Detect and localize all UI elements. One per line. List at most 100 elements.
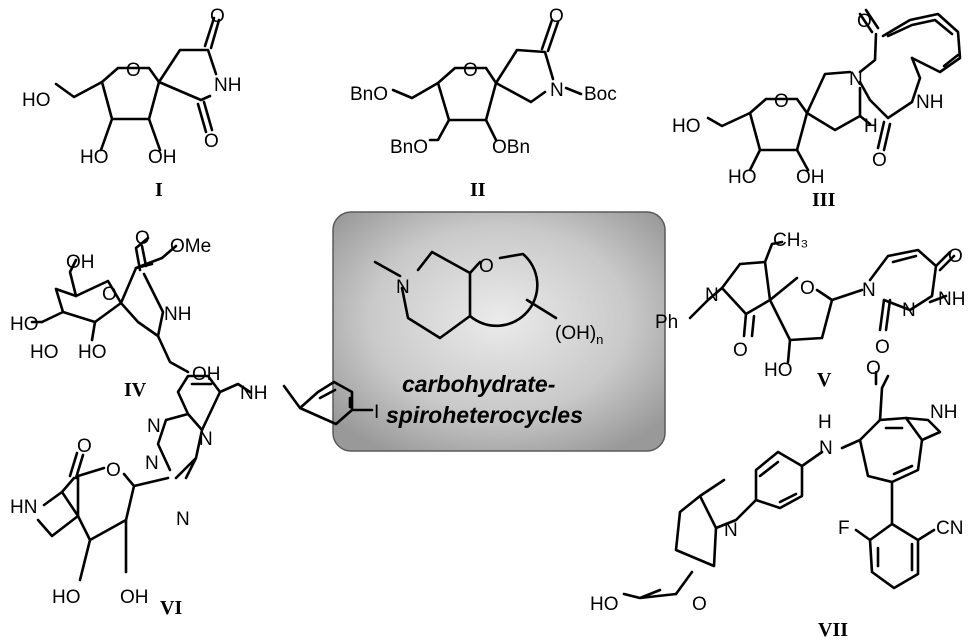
compound-V-number: V: [817, 369, 832, 391]
compound-VII-nitrile: CN: [936, 518, 963, 539]
center-box-panel: [332, 211, 666, 452]
compound-VII-lactam-nh: NH: [930, 402, 957, 423]
compound-V: CH₃ O N O Ph N N NH O O HO V: [655, 230, 965, 391]
compound-VI-amine: NH: [240, 383, 267, 404]
compound-V-ring-oxygen: O: [800, 278, 815, 299]
compound-III-nh: NH: [916, 92, 943, 113]
compound-II-nitrogen: N: [550, 80, 564, 101]
compound-VI-substituent-bonds: [78, 476, 170, 582]
compound-II-substituent-bonds: [391, 81, 583, 142]
compound-VII-biaryl-bonds: [854, 480, 936, 590]
compound-V-furanose-bonds: [768, 276, 834, 342]
compound-III-substituent-bonds: [706, 111, 810, 172]
compound-VII-carbonyl-oxygen: O: [866, 358, 881, 379]
compound-IV-hydroxyl-top: OH: [66, 252, 95, 273]
compound-VII-ring-nitrogen: N: [724, 520, 738, 541]
compound-III-carbonyl-oxygen-bottom: O: [872, 150, 887, 171]
compound-IV-substituent-bonds: [30, 258, 190, 374]
center-box-caption-line1: carbohydrate-: [402, 371, 555, 397]
compound-III: O N NH O H O HO HO OH III: [672, 8, 962, 211]
compound-III-number: III: [812, 189, 836, 211]
compound-VII-spiro-bonds: [674, 478, 758, 596]
compound-I-number: I: [155, 179, 163, 201]
center-box-nitrogen: N: [396, 277, 410, 298]
compound-II-obn: OBn: [492, 137, 530, 158]
compound-III-nitrogen: N: [849, 69, 863, 90]
compound-IV-nh: NH: [164, 304, 191, 325]
compound-III-carbonyl-oxygen-top: O: [857, 11, 872, 32]
compound-II-boc: Boc: [584, 84, 617, 105]
compound-II-ring-oxygen: O: [463, 60, 478, 81]
compound-III-hydrogen: H: [864, 116, 878, 137]
center-box-sugar-ring: [468, 252, 539, 328]
compound-I-carbonyl-oxygen-bottom: O: [204, 131, 219, 152]
compound-I-nh: NH: [214, 75, 241, 96]
compound-VI-hydroxyl-a: HO: [52, 587, 81, 608]
compound-II-number: II: [470, 179, 486, 201]
compound-IV-ester-bonds: [134, 236, 178, 272]
compound-V-carbonyl-oxygen-top: O: [948, 246, 963, 267]
compound-II-pyrrolidinone-bonds: [494, 48, 555, 104]
compound-IV-carbonyl-oxygen: O: [135, 228, 150, 249]
center-box-oh-bond: [525, 298, 558, 320]
compound-IV-ring-oxygen: O: [102, 284, 117, 305]
compound-V-substituent-bonds: [688, 240, 864, 364]
compound-II-benzyloxy-low: BnO: [390, 137, 428, 158]
compound-III-benzene-bonds: [881, 12, 962, 74]
compound-V-hydroxyl: HO: [764, 360, 793, 381]
compound-VII-hydrogen: H: [818, 412, 832, 433]
compound-IV-hydroxyl-b: HO: [30, 342, 59, 363]
compound-I-lactam-bonds: [157, 48, 218, 102]
compound-VI-ring-oxygen: O: [106, 460, 121, 481]
compound-II-carbonyl-bond: [540, 18, 560, 53]
compound-III-hydroxymethyl: HO: [672, 116, 701, 137]
center-box-pyrrolidine-bonds: [373, 250, 472, 340]
center-box-caption-line2: spiroheterocycles: [386, 402, 583, 428]
compound-V-pyrrolidine-bonds: [720, 260, 772, 316]
compound-VI-pyrrolidinone-bonds: [36, 476, 80, 538]
compound-I: O O NH O HO HO OH I: [22, 6, 241, 201]
compound-II: O O N Boc BnO BnO OBn II: [350, 6, 617, 201]
compound-IV-hydroxyl-bottom: OH: [192, 364, 221, 385]
compound-III-hydroxyl-a: HO: [728, 167, 757, 188]
center-box: N O (OH)n carbohydrate- spiroheterocycle…: [332, 211, 666, 452]
compound-VII-ring-oxygen: O: [692, 594, 707, 615]
compound-VI-number: VI: [160, 597, 182, 619]
compound-V-phenyl: Ph: [655, 312, 678, 333]
compound-V-uracil-carbonyls: [878, 250, 956, 332]
compound-VII-lactam-bonds: [874, 370, 942, 442]
compound-VII-hydroxyl: HO: [590, 594, 619, 615]
compound-III-ring-oxygen: O: [774, 91, 789, 112]
compound-I-ring-oxygen: O: [126, 60, 141, 81]
compound-VI-carbonyl-oxygen: O: [77, 436, 92, 457]
compound-I-hydroxyl-a: HO: [80, 147, 109, 168]
compound-III-pyrrolidine-bonds: [805, 70, 862, 132]
compound-IV-hydroxyl-a: HO: [10, 314, 39, 335]
compound-V-base-nitrogen: N: [902, 300, 916, 321]
center-box-hydroxyl-group: (OH)n: [555, 323, 603, 347]
compound-VII: O NH H N N F CN HO O VII: [590, 358, 963, 641]
compound-I-carbonyl-oxygen-top: O: [210, 6, 225, 27]
compound-VI-carbonyl-bond: [68, 451, 85, 480]
compound-VI-hydroxyl-b: OH: [120, 587, 149, 608]
compound-V-nitrogen: N: [862, 280, 876, 301]
compound-IV-pyrrolidine-bonds: [119, 262, 165, 338]
compound-V-methyl: CH₃: [773, 230, 808, 251]
compound-VI-nitrogen-7: N: [176, 509, 190, 530]
compound-I-furanose-bonds: [100, 66, 161, 121]
compound-III-hydroxyl-b: OH: [796, 167, 825, 188]
center-box-oxygen: O: [479, 256, 494, 277]
compound-VII-number: VII: [818, 619, 848, 641]
compound-I-hydroxyl-b: OH: [148, 147, 177, 168]
compound-II-benzyloxy-top: BnO: [350, 84, 388, 105]
compound-VI-purine-bonds: [156, 374, 222, 480]
compound-VII-amine-nitrogen: N: [819, 438, 833, 459]
compound-II-furanose-bonds: [436, 66, 498, 122]
compound-IV-methoxy: OMe: [170, 236, 211, 257]
compound-IV: OH O OMe O NH HO HO HO OH IV: [10, 228, 221, 401]
compound-VI-benzylamine-bonds: [218, 380, 374, 426]
compound-VI: N N N NH I O HN O N HO OH VI: [10, 374, 379, 619]
compound-VII-oxolane-bonds: [622, 588, 678, 600]
compound-I-hydroxymethyl: HO: [22, 90, 51, 111]
